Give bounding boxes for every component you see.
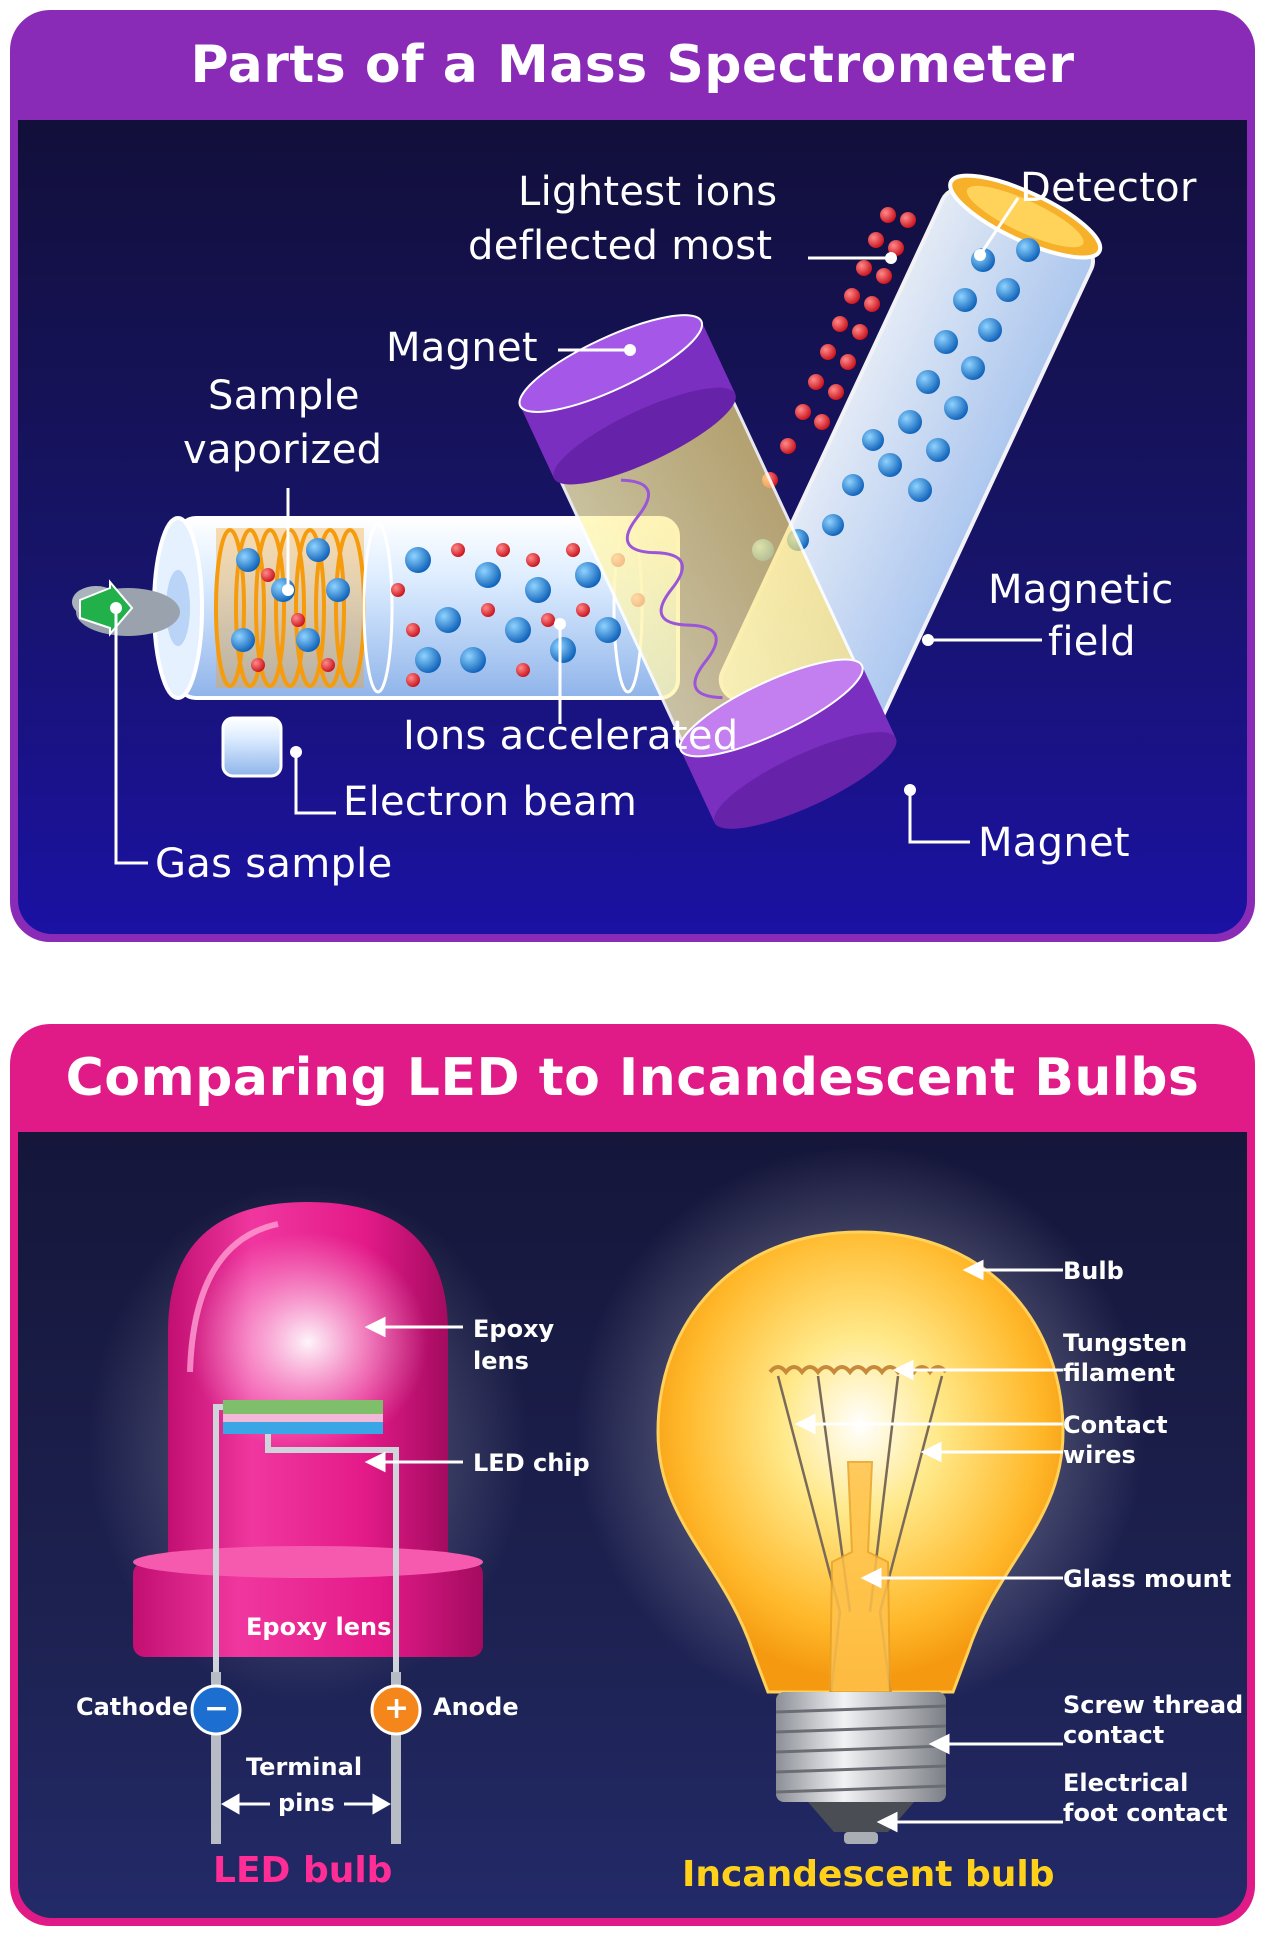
- caption-led-bulb: LED bulb: [213, 1850, 393, 1891]
- label-screw-line1: Screw thread: [1063, 1691, 1244, 1719]
- label-tungsten-line2: filament: [1063, 1359, 1176, 1387]
- bulb-comparison-panel: Comparing LED to Incandescent Bulbs: [10, 1024, 1255, 1926]
- label-magnetic-line2: field: [1048, 619, 1136, 665]
- screw-thread: [776, 1692, 946, 1802]
- label-foot-line2: foot contact: [1063, 1799, 1228, 1827]
- heating-coil: [214, 528, 366, 688]
- incandescent-bulb-graphic: [575, 1147, 1145, 1844]
- ion-path: [620, 478, 723, 700]
- label-epoxy-line1: Epoxy: [473, 1315, 555, 1343]
- caption-incandescent-bulb: Incandescent bulb: [682, 1854, 1055, 1895]
- label-tungsten-line1: Tungsten: [1063, 1329, 1188, 1357]
- label-sample-line2: vaporized: [183, 427, 383, 473]
- label-gas-sample: Gas sample: [155, 841, 393, 887]
- gas-cloud: [72, 579, 180, 637]
- label-sample-line1: Sample: [208, 373, 360, 419]
- anode-sign: +: [384, 1691, 410, 1726]
- led-bulb-graphic: [88, 1182, 528, 1844]
- label-anode: Anode: [433, 1693, 519, 1721]
- label-magnet-top: Magnet: [386, 325, 538, 371]
- bulb-comparison-title: Comparing LED to Incandescent Bulbs: [65, 1048, 1200, 1108]
- label-contact-line2: wires: [1063, 1441, 1136, 1469]
- acceleration-tube: [152, 516, 680, 778]
- label-ions-accelerated: Ions accelerated: [403, 713, 739, 759]
- cathode-sign: −: [204, 1691, 230, 1726]
- magnet-assembly: [518, 314, 897, 829]
- mass-spectrometer-illustration: [72, 173, 1103, 865]
- mass-spectrometer-panel: Parts of a Mass Spectrometer: [10, 10, 1255, 942]
- bulb-illustration: [88, 1147, 1145, 1844]
- label-terminal-line2: pins: [278, 1789, 335, 1817]
- label-contact-line1: Contact: [1063, 1411, 1168, 1439]
- label-terminal-line1: Terminal: [246, 1753, 363, 1781]
- label-led-chip: LED chip: [473, 1449, 590, 1477]
- led-chip-layer-bottom: [223, 1422, 383, 1434]
- label-magnet-bottom: Magnet: [978, 820, 1130, 866]
- foot-contact: [844, 1832, 878, 1844]
- led-light-burst: [188, 1232, 428, 1452]
- label-epoxy-line2: lens: [473, 1347, 529, 1375]
- label-bulb: Bulb: [1063, 1257, 1124, 1285]
- led-chip-layer-top: [223, 1400, 383, 1414]
- cathode-minus-icon: [190, 1684, 242, 1736]
- label-electron-beam: Electron beam: [343, 779, 638, 825]
- label-foot-line1: Electrical: [1063, 1769, 1189, 1797]
- anode-plus-icon: [370, 1684, 422, 1736]
- label-detector: Detector: [1020, 165, 1197, 211]
- mass-spectrometer-title: Parts of a Mass Spectrometer: [190, 35, 1075, 95]
- base-insulator: [808, 1802, 914, 1832]
- gas-inlet-arrow-icon: [79, 579, 134, 637]
- label-epoxy-lens-base: Epoxy lens: [246, 1613, 392, 1641]
- label-glass-mount: Glass mount: [1063, 1565, 1232, 1593]
- label-screw-line2: contact: [1063, 1721, 1165, 1749]
- electron-beam-port: [221, 716, 283, 778]
- leader-lines: [114, 197, 1042, 865]
- bulb-comparison-diagram: Epoxy lens LED chip Epoxy lens Cathode A…: [18, 1132, 1247, 1918]
- mass-spectrometer-diagram: Lightest ions deflected most Detector Ma…: [18, 120, 1247, 934]
- label-lightest-ions-line2: deflected most: [468, 223, 773, 269]
- label-cathode: Cathode: [76, 1693, 189, 1721]
- label-magnetic-line1: Magnetic: [988, 567, 1174, 613]
- label-lightest-ions-line1: Lightest ions: [518, 169, 778, 215]
